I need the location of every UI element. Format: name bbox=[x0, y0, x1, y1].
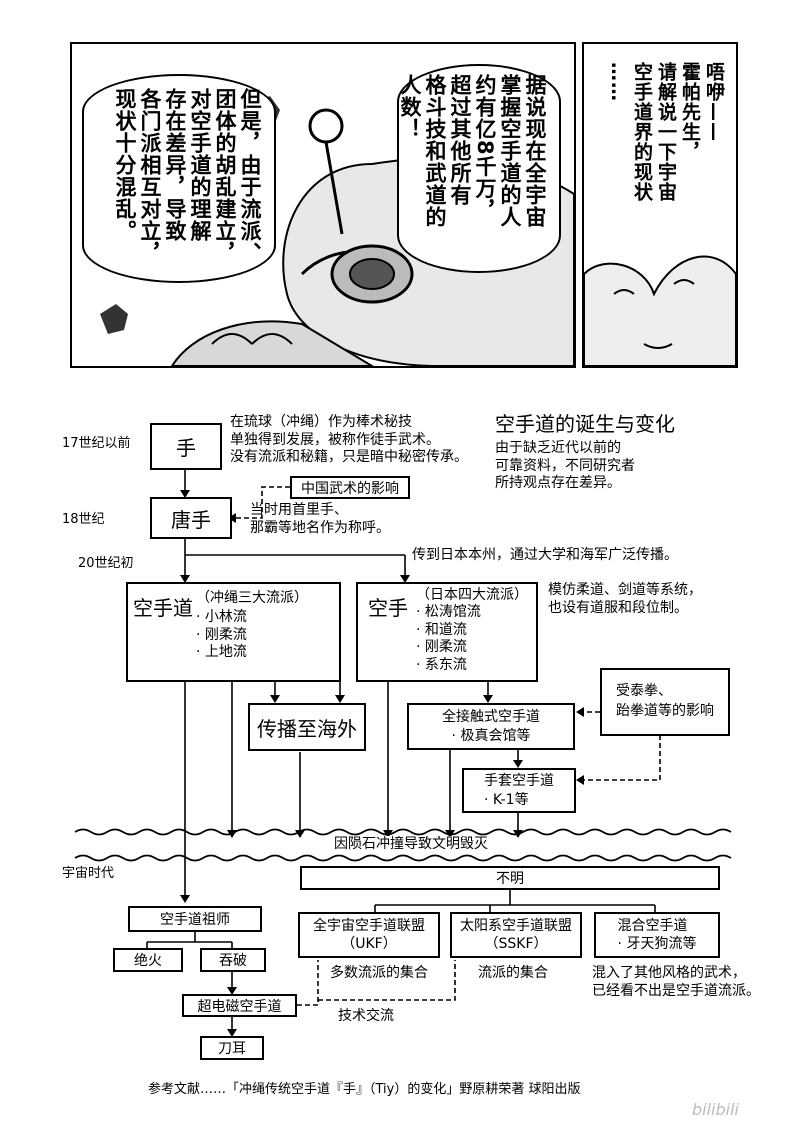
node-donpa: 吞破 bbox=[200, 948, 266, 972]
wave-line-top bbox=[74, 828, 732, 836]
node-ukf-label: 全宇宙空手道联盟 （UKF） bbox=[313, 917, 425, 952]
node-tode: 唐手 bbox=[150, 497, 232, 539]
node-mixed-karate: 混合空手道 · 牙天狗流等 bbox=[594, 912, 720, 958]
japan-title: 空手 bbox=[368, 596, 408, 620]
node-tode-label: 唐手 bbox=[171, 507, 211, 532]
node-muay-thai-influence-label: 受泰拳、 跆拳道等的影响 bbox=[616, 683, 714, 719]
chart-title: 空手道的诞生与变化 bbox=[495, 412, 675, 436]
okinawa-title: 空手道 bbox=[133, 596, 193, 620]
node-te-label: 手 bbox=[176, 436, 196, 460]
speech-bubble-left-text: 但是，由于流派、 团体的胡乱建立， 对空手道的理解 存在差异，导致 各门派相互对… bbox=[113, 88, 262, 264]
node-glove-karate: 手套空手道 · K-1等 bbox=[462, 768, 576, 813]
japan-note: 模仿柔道、剑道等系统， 也设有道服和段位制。 bbox=[548, 582, 702, 616]
node-full-contact-label: 全接触式空手道 · 极真会馆等 bbox=[442, 709, 540, 744]
node-karate-founder: 空手道祖师 bbox=[128, 906, 262, 932]
japan-subtitle: （日本四大流派） bbox=[416, 587, 528, 603]
node-ukf: 全宇宙空手道联盟 （UKF） bbox=[298, 912, 440, 958]
node-glove-karate-label: 手套空手道 · K-1等 bbox=[484, 773, 554, 808]
manga-panel-left: 据说现在全宇宙 掌握空手道的人 约有亿8千万， 超过其他所有 格斗技和武道的 人… bbox=[70, 42, 576, 368]
ukf-note: 多数流派的集合 bbox=[330, 965, 428, 981]
node-zekka: 绝火 bbox=[113, 948, 183, 972]
okinawa-subtitle: （冲绳三大流派） bbox=[196, 590, 308, 606]
node-muay-thai-influence: 受泰拳、 跆拳道等的影响 bbox=[600, 668, 730, 736]
node-tode-note: 当时用首里手、 那霸等地名作为称呼。 bbox=[250, 502, 390, 536]
panel-illustration-right bbox=[584, 255, 736, 366]
era-space-age: 宇宙时代 bbox=[62, 866, 115, 881]
speech-bubble-right-text: 唔咿—— 霍帕先生， 请解说一下宇宙 空手道界的现状 …… bbox=[607, 62, 725, 202]
era-17th-century: 17世纪以前 bbox=[62, 436, 131, 451]
node-overseas-label: 传播至海外 bbox=[257, 716, 357, 741]
spread-note: 传到日本本州，通过大学和海军广泛传播。 bbox=[412, 547, 678, 563]
wave-line-bottom bbox=[74, 854, 732, 862]
node-te-note: 在琉球（冲绳）作为棒术秘技 单独得到发展，被称作徒手武术。 没有流派和秘籍，只是… bbox=[230, 414, 468, 465]
reference-citation: 参考文献……「冲绳传统空手道『手』（Tiy）的变化」野原耕荣著 球阳出版 bbox=[148, 1082, 581, 1097]
node-mixed-karate-label: 混合空手道 · 牙天狗流等 bbox=[617, 917, 697, 952]
speech-bubble-middle bbox=[397, 64, 561, 273]
japan-styles: · 松涛馆流 · 和道流 · 刚柔流 · 系东流 bbox=[416, 604, 481, 673]
node-overseas: 传播至海外 bbox=[248, 703, 366, 751]
era-20th-century: 20世纪初 bbox=[78, 556, 134, 571]
node-china-influence-label: 中国武术的影响 bbox=[301, 480, 399, 497]
speech-bubble-middle-text: 据说现在全宇宙 掌握空手道的人 约有亿8千万， 超过其他所有 格斗技和武道的 人… bbox=[398, 74, 547, 228]
chart-subtitle: 由于缺乏近代以前的 可靠资料，不同研究者 所持观点存在差异。 bbox=[495, 440, 635, 491]
node-karate-founder-label: 空手道祖师 bbox=[160, 912, 230, 928]
speech-bubble-left bbox=[82, 74, 276, 283]
okinawa-styles: · 小林流 · 刚柔流 · 上地流 bbox=[196, 609, 247, 660]
node-katana-ear-label: 刀耳 bbox=[218, 1041, 246, 1057]
civilization-destroyed-label: 因陨石冲撞导致文明毁灭 bbox=[330, 836, 492, 854]
manga-panel-right: 唔咿—— 霍帕先生， 请解说一下宇宙 空手道界的现状 …… bbox=[582, 42, 738, 368]
sskf-note: 流派的集合 bbox=[478, 965, 548, 981]
node-unknown-label: 不明 bbox=[496, 871, 524, 887]
mixed-note: 混入了其他风格的武术， 已经看不出是空手道流派。 bbox=[592, 965, 760, 999]
node-super-electromagnetic: 超电磁空手道 bbox=[182, 994, 297, 1017]
node-sskf: 太阳系空手道联盟 （SSKF） bbox=[450, 912, 582, 958]
era-18th-century: 18世纪 bbox=[62, 512, 105, 527]
node-japan-karate: 空手 （日本四大流派） · 松涛馆流 · 和道流 · 刚柔流 · 系东流 bbox=[356, 582, 538, 682]
node-unknown: 不明 bbox=[300, 866, 720, 890]
node-zekka-label: 绝火 bbox=[134, 953, 162, 969]
node-donpa-label: 吞破 bbox=[219, 953, 247, 969]
node-okinawa-karate: 空手道 （冲绳三大流派） · 小林流 · 刚柔流 · 上地流 bbox=[126, 582, 341, 682]
tech-exchange-label: 技术交流 bbox=[338, 1008, 394, 1024]
node-sskf-label: 太阳系空手道联盟 （SSKF） bbox=[460, 917, 572, 952]
node-katana-ear: 刀耳 bbox=[200, 1036, 264, 1060]
node-china-influence: 中国武术的影响 bbox=[290, 476, 410, 499]
node-full-contact: 全接触式空手道 · 极真会馆等 bbox=[407, 703, 575, 750]
node-te: 手 bbox=[150, 423, 222, 470]
node-super-electromagnetic-label: 超电磁空手道 bbox=[197, 998, 282, 1015]
watermark-logo: bilibili bbox=[692, 1100, 739, 1119]
